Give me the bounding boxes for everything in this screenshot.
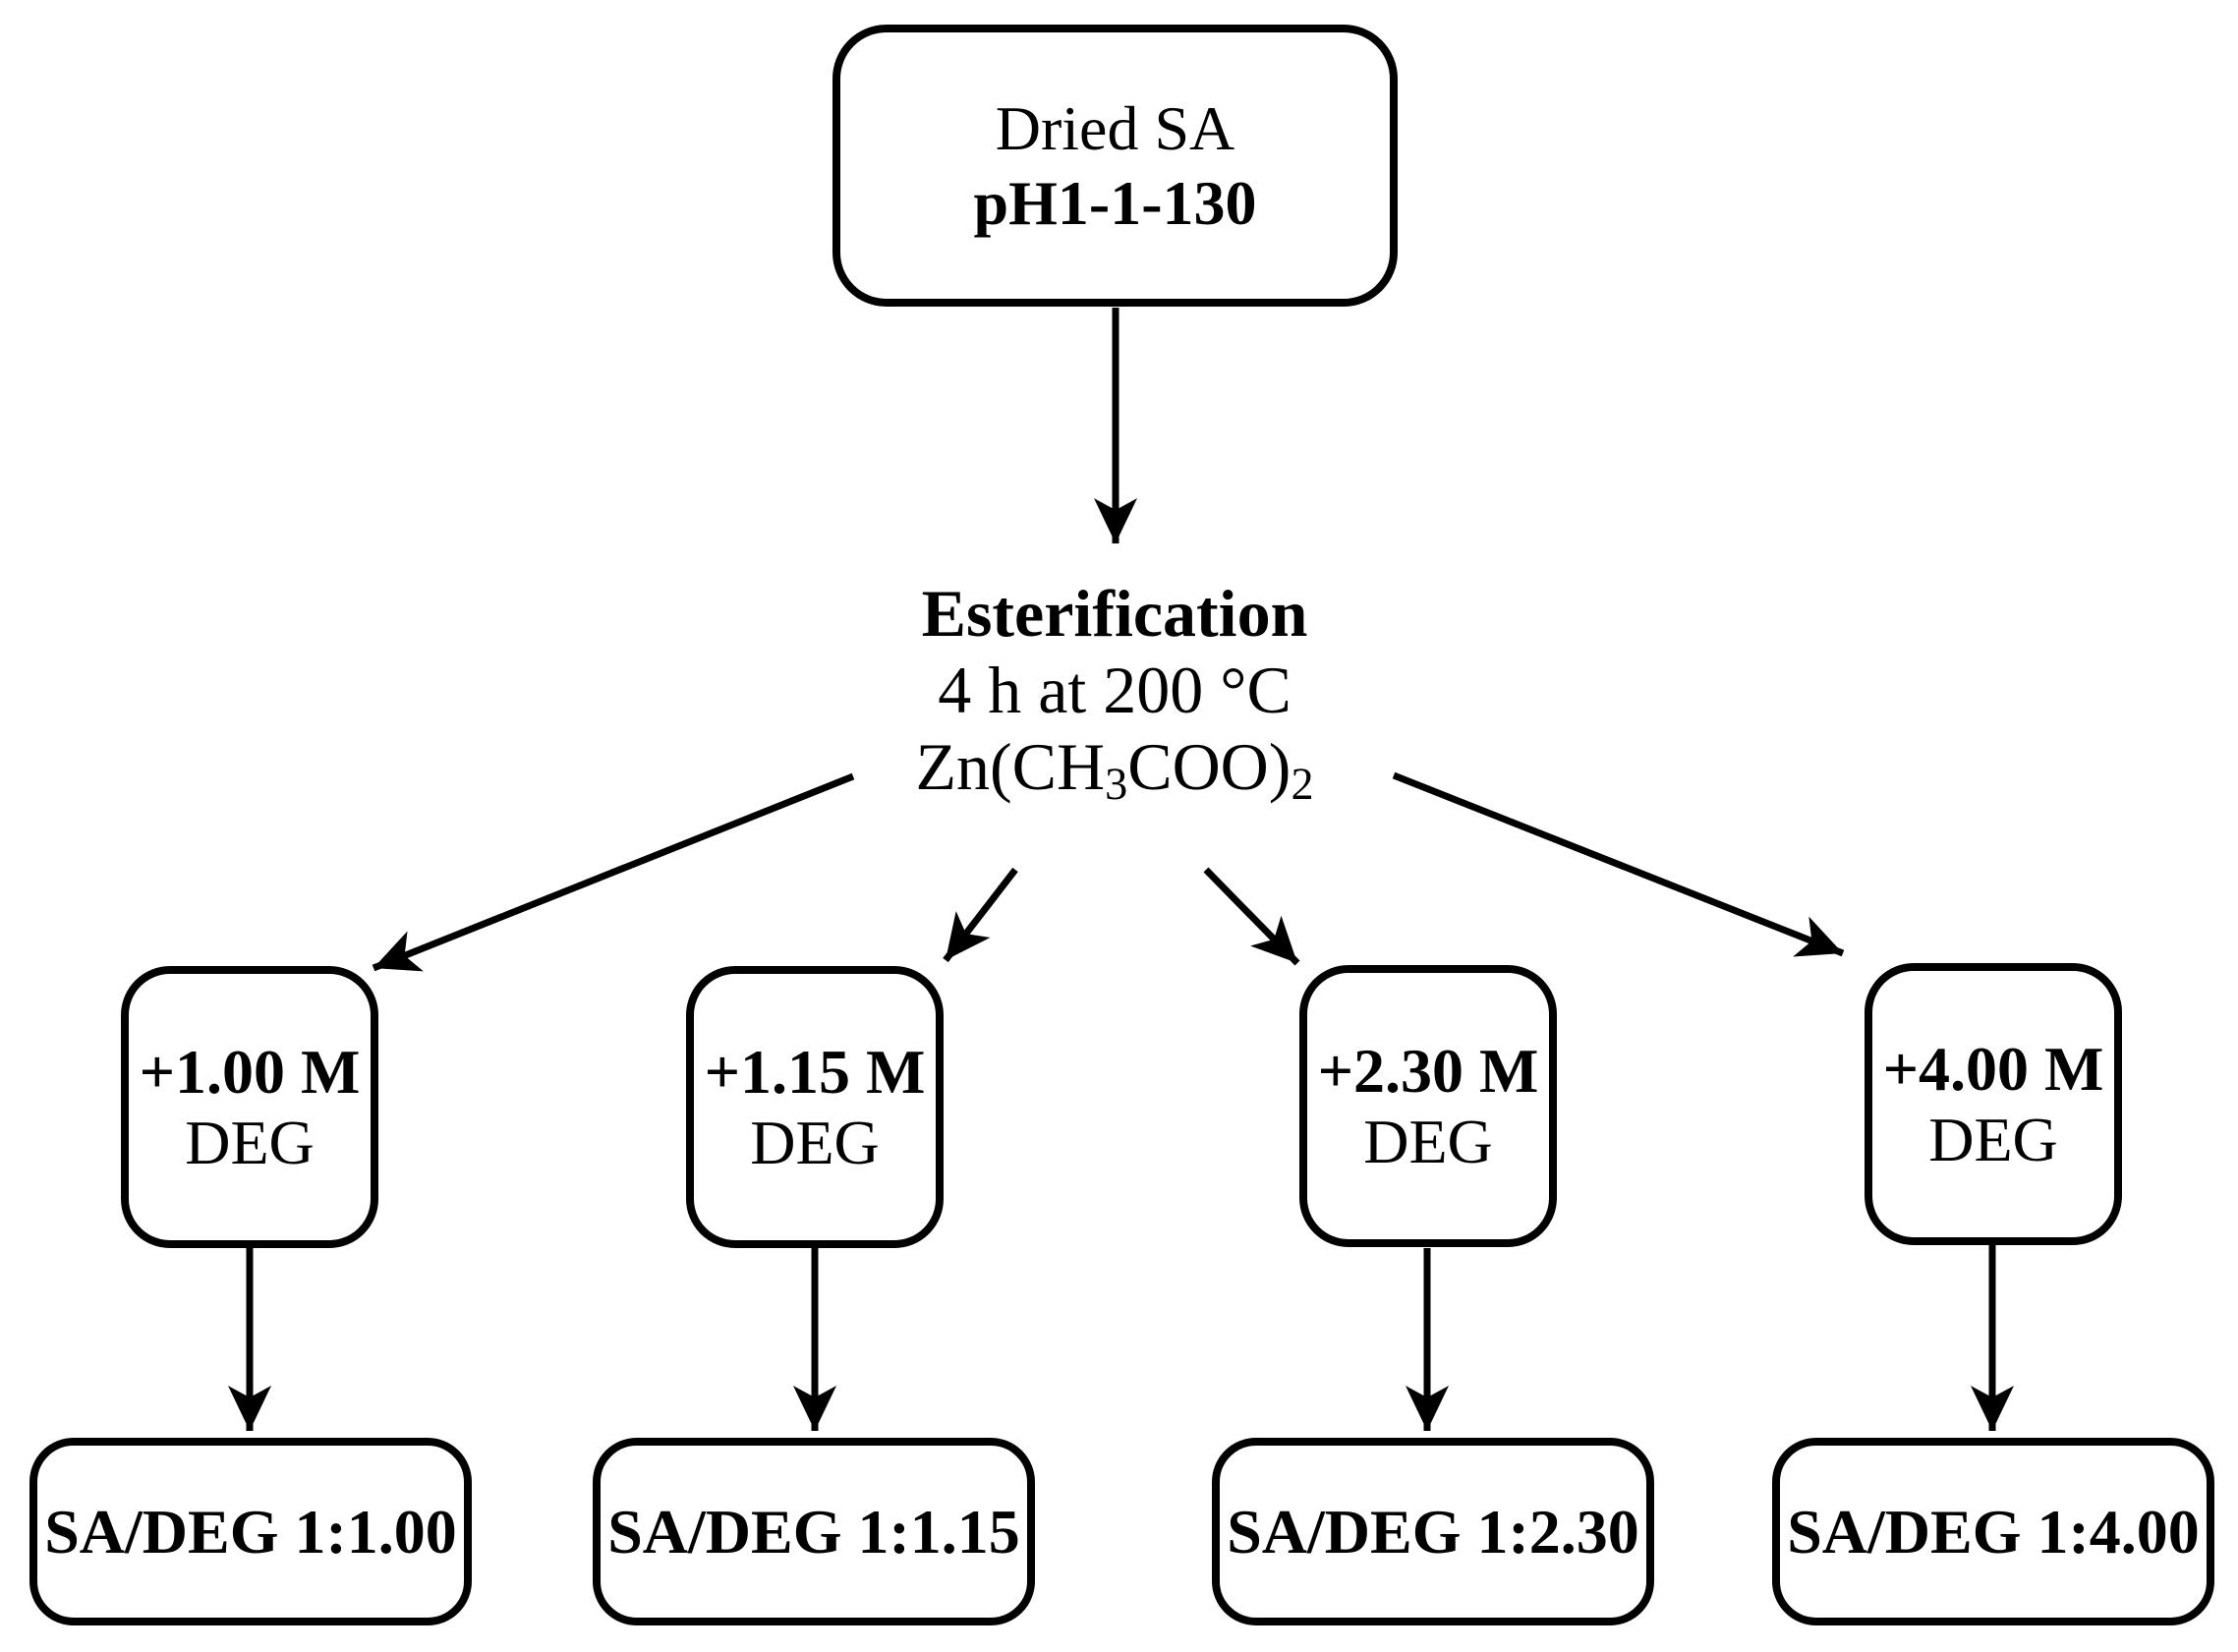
catalyst-subscript-3: 3: [1105, 760, 1128, 811]
result-box-4: SA/DEG 1:4.00: [1772, 1438, 2214, 1625]
result-box-1: SA/DEG 1:1.00: [29, 1438, 472, 1625]
result-2-label: SA/DEG 1:1.15: [607, 1496, 1020, 1567]
result-3-label: SA/DEG 1:2.30: [1227, 1496, 1639, 1567]
process-name: Esterification: [921, 576, 1308, 651]
catalyst-prefix: Zn(CH: [915, 729, 1106, 804]
branch-box-2: +1.15 M DEG: [686, 966, 944, 1248]
result-box-2: SA/DEG 1:1.15: [593, 1438, 1035, 1625]
arrow-process-to-branch-3: [1203, 867, 1300, 966]
catalyst-mid: COO): [1127, 729, 1291, 804]
branch-4-reagent: DEG: [1928, 1104, 2058, 1174]
catalyst-subscript-2: 2: [1291, 760, 1314, 811]
branch-1-amount: +1.00 M: [139, 1036, 361, 1107]
root-box-line1: Dried SA: [995, 92, 1235, 163]
branch-2-amount: +1.15 M: [704, 1036, 926, 1107]
root-box: Dried SA pH1-1-130: [832, 25, 1398, 307]
root-box-line2: pH1-1-130: [973, 167, 1257, 238]
branch-box-3: +2.30 M DEG: [1299, 965, 1557, 1247]
result-1-label: SA/DEG 1:1.00: [44, 1496, 457, 1567]
branch-2-reagent: DEG: [750, 1107, 880, 1177]
process-catalyst-formula: Zn(CH3COO)2: [721, 728, 1508, 824]
branch-box-4: +4.00 M DEG: [1865, 963, 2122, 1245]
branch-box-1: +1.00 M DEG: [121, 966, 378, 1248]
result-box-3: SA/DEG 1:2.30: [1212, 1438, 1654, 1625]
arrow-process-to-branch-2: [943, 867, 1018, 963]
branch-3-amount: +2.30 M: [1317, 1035, 1539, 1106]
process-label: Esterification 4 h at 200 °C Zn(CH3COO)2: [721, 575, 1508, 824]
branch-3-reagent: DEG: [1363, 1106, 1493, 1176]
result-4-label: SA/DEG 1:4.00: [1787, 1496, 2200, 1567]
process-conditions: 4 h at 200 °C: [938, 653, 1291, 727]
branch-4-amount: +4.00 M: [1882, 1033, 2104, 1104]
branch-1-reagent: DEG: [185, 1107, 315, 1177]
